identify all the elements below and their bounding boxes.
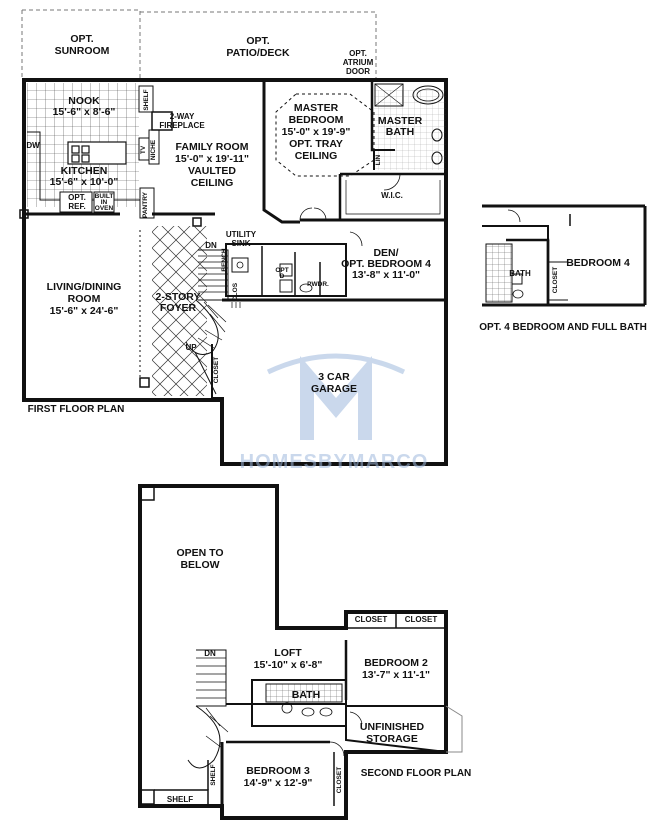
sunroom-label: OPT.SUNROOM: [55, 33, 110, 57]
first-floor-plan: [19, 9, 448, 466]
nook-shelf-label: SHELF: [143, 89, 150, 110]
stair-shelf-label: SHELF: [210, 764, 217, 785]
second-floor-stair-dn-label: DN: [204, 649, 216, 658]
option-caption: OPT. 4 BEDROOM AND FULL BATH: [479, 322, 647, 333]
bedroom2-closet-right-label: CLOSET: [405, 615, 438, 624]
niche-label: NICHE: [150, 139, 157, 160]
bench-label: BENCH: [221, 248, 228, 271]
bottom-shelf-label: SHELF: [167, 795, 193, 804]
first-floor-caption: FIRST FLOOR PLAN: [28, 404, 125, 415]
pantry-label: PANTRY: [142, 191, 149, 218]
bedroom2-closet-left-label: CLOSET: [355, 615, 388, 624]
first-floor-stair-dn-label: DN: [205, 241, 217, 250]
dishwasher-label: DW: [26, 141, 40, 150]
option-bath-label: BATH: [509, 269, 531, 278]
tv-label: TV: [140, 145, 147, 154]
option-plan: [482, 204, 647, 307]
first-floor-stair-up-label: UP: [185, 343, 197, 352]
second-floor-bath-label: BATH: [292, 689, 320, 701]
powder-room-label: PWDR.: [307, 281, 329, 288]
bedroom3-closet-label: CLOSET: [336, 767, 343, 793]
wic-label: W.I.C.: [381, 191, 403, 200]
watermark-text: HOMESBYMARCO: [240, 451, 429, 473]
second-floor-caption: SECOND FLOOR PLAN: [361, 768, 472, 779]
option-closet-label: CLOSET: [552, 267, 559, 293]
second-floor-plan: [138, 484, 463, 820]
linen-label: LIN: [375, 154, 382, 165]
utility-closet-label: CLOS: [232, 282, 239, 301]
option-bedroom4-label: BEDROOM 4: [566, 257, 630, 269]
patio-deck-label: OPT.PATIO/DECK: [226, 35, 290, 59]
opt-ref-label: OPT.REF.: [68, 193, 86, 211]
watermark-logo: HOMESBYMARCO: [240, 353, 429, 473]
foyer-closet-label: CLOSET: [213, 357, 220, 383]
